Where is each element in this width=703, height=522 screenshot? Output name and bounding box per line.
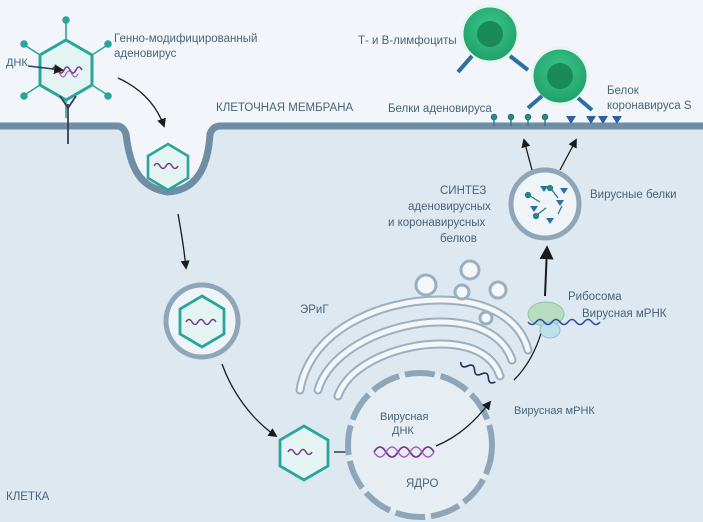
secretion-arrow-right: [559, 138, 577, 171]
endosome: [163, 282, 241, 360]
adenovirus-label-line1: Генно-модифицированный: [114, 33, 257, 45]
dna-label: ДНК: [6, 57, 28, 69]
viral-mrna-label-2: Вирусная мРНК: [514, 405, 595, 417]
synthesis-label-line3: и коронавирусных: [388, 217, 486, 229]
protein-vesicle: [508, 167, 582, 241]
dna-pointer: [27, 64, 64, 74]
translation-arrow: [539, 245, 554, 297]
viral-dna-label-line1: Вирусная: [380, 411, 429, 423]
adenovirus-particle: [20, 16, 112, 118]
viral-proteins-label: Вирусные белки: [590, 189, 677, 201]
synthesis-label-line2: аденовирусных: [408, 201, 491, 213]
endosome-arrow: [177, 213, 190, 270]
cell-membrane: [0, 122, 703, 196]
lymphocytes-label: Т- и В-лимфоциты: [358, 35, 457, 47]
membrane-receptor: [59, 95, 77, 144]
adeno-proteins-label: Белки аденовируса: [388, 103, 492, 115]
synthesis-label-line1: СИНТЕЗ: [440, 185, 486, 197]
nucleus-label: ЯДРО: [406, 478, 439, 490]
transcription-arrow: [435, 400, 492, 447]
released-virus: [278, 424, 330, 482]
coronavirus-spike-proteins: [566, 116, 622, 124]
adenovirus-label-line2: аденовирус: [114, 48, 177, 60]
entry-arrow: [117, 77, 166, 128]
lymphocyte-1: [456, 4, 530, 74]
secretion-arrow-left: [521, 138, 533, 171]
mrna-strand-nucleus: [459, 361, 496, 384]
lymphocyte-2: [526, 46, 594, 112]
nucleus: [345, 370, 495, 520]
corona-protein-label-line1: Белок: [607, 85, 640, 97]
cell-label: КЛЕТКА: [6, 491, 50, 503]
er-label: ЭРиГ: [300, 304, 329, 316]
synthesis-label-line4: белков: [440, 233, 477, 245]
golgi-vesicles: [414, 259, 508, 326]
endocytosed-virus: [146, 142, 190, 192]
corona-protein-label-line2: коронавируса S: [607, 100, 692, 112]
endoplasmic-reticulum-inner: [297, 297, 531, 399]
viral-mrna-label-1: Вирусная мРНК: [582, 308, 667, 320]
ribosome-mrna: [527, 318, 601, 326]
release-arrow: [221, 363, 278, 438]
ribosome-label: Рибосома: [568, 291, 622, 303]
viral-dna-label-line2: ДНК: [392, 425, 414, 437]
adenovirus-surface-proteins: [490, 113, 549, 126]
membrane-label: КЛЕТОЧНАЯ МЕМБРАНА: [216, 102, 354, 114]
